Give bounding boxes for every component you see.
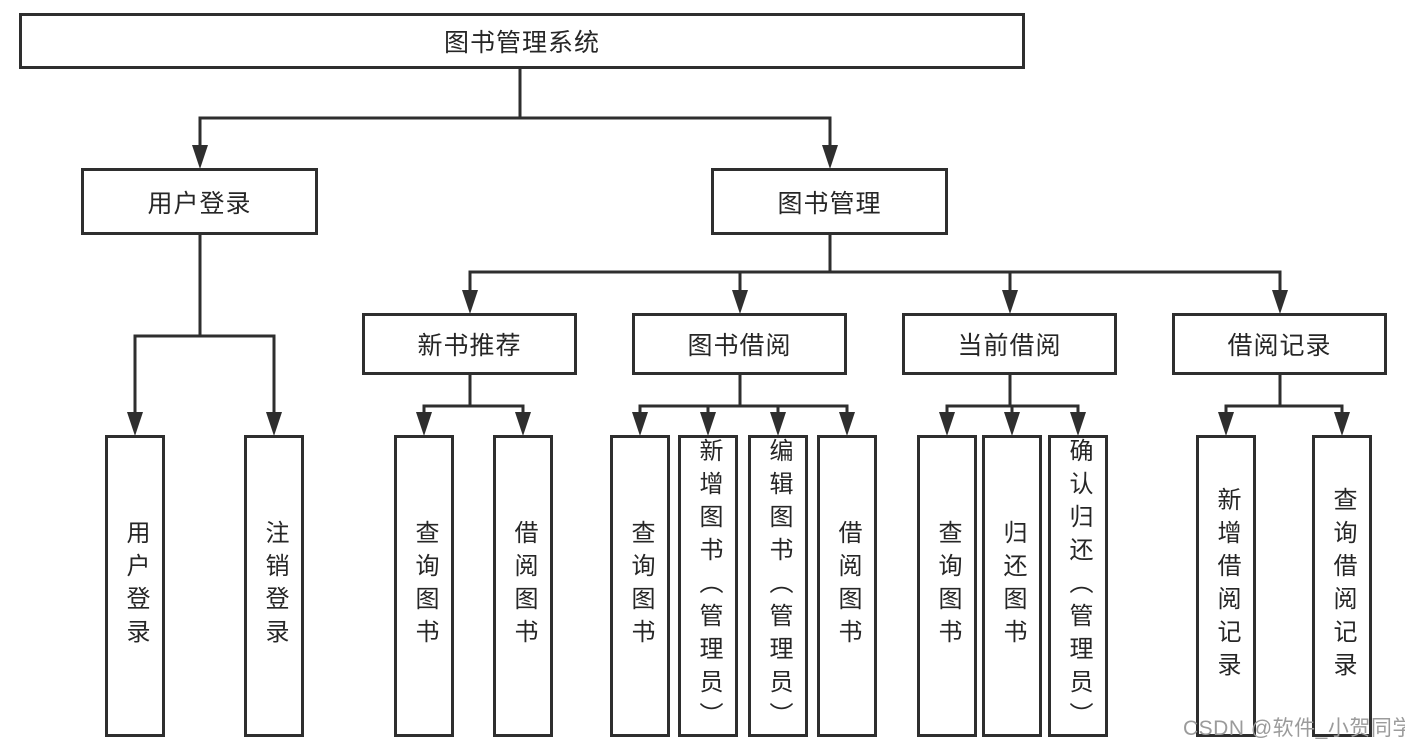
node-borrow-record: 借阅记录 [1172,313,1387,375]
node-library-management-system: 图书管理系统 [19,13,1025,69]
leaf-borrow-book: 借阅图书 [817,435,877,737]
leaf-label: 查询图书 [411,520,438,652]
node-label: 用户登录 [147,189,252,218]
node-book-management: 图书管理 [711,168,948,235]
node-label: 图书管理 [777,189,882,218]
node-label: 借阅记录 [1227,332,1332,360]
leaf-label: 确认归还（管理员） [1065,437,1092,735]
leaf-label: 借阅图书 [834,520,861,652]
leaf-query-current-book: 查询图书 [917,435,977,737]
node-new-book-recommend: 新书推荐 [362,313,577,375]
node-user-login: 用户登录 [81,168,318,235]
leaf-label: 借阅图书 [510,520,537,652]
leaf-label: 新增借阅记录 [1213,487,1240,685]
csdn-watermark: CSDN @软件_小贺同学 [1183,717,1405,740]
leaf-label: 查询借阅记录 [1329,487,1356,685]
node-label: 新书推荐 [417,332,522,360]
leaf-add-borrow-record: 新增借阅记录 [1196,435,1256,737]
node-current-borrow: 当前借阅 [902,313,1117,375]
node-label: 当前借阅 [957,332,1062,360]
leaf-edit-book-admin: 编辑图书（管理员） [748,435,808,737]
leaf-label: 编辑图书（管理员） [765,437,792,735]
leaf-query-borrow-record: 查询借阅记录 [1312,435,1372,737]
node-label: 图书管理系统 [443,29,600,57]
leaf-label: 查询图书 [934,520,961,652]
leaf-query-book-recommend: 查询图书 [394,435,454,737]
leaf-add-book-admin: 新增图书（管理员） [678,435,738,737]
leaf-label: 用户登录 [122,520,149,652]
node-book-borrow: 图书借阅 [632,313,847,375]
leaf-label: 注销登录 [261,520,288,652]
leaf-label: 归还图书 [999,520,1026,652]
leaf-logout: 注销登录 [244,435,304,737]
leaf-borrow-book-recommend: 借阅图书 [493,435,553,737]
leaf-return-book: 归还图书 [982,435,1042,737]
leaf-query-book: 查询图书 [610,435,670,737]
node-label: 图书借阅 [687,332,792,360]
leaf-label: 新增图书（管理员） [695,437,722,735]
leaf-confirm-return-admin: 确认归还（管理员） [1048,435,1108,737]
leaf-label: 查询图书 [627,520,654,652]
leaf-user-login: 用户登录 [105,435,165,737]
